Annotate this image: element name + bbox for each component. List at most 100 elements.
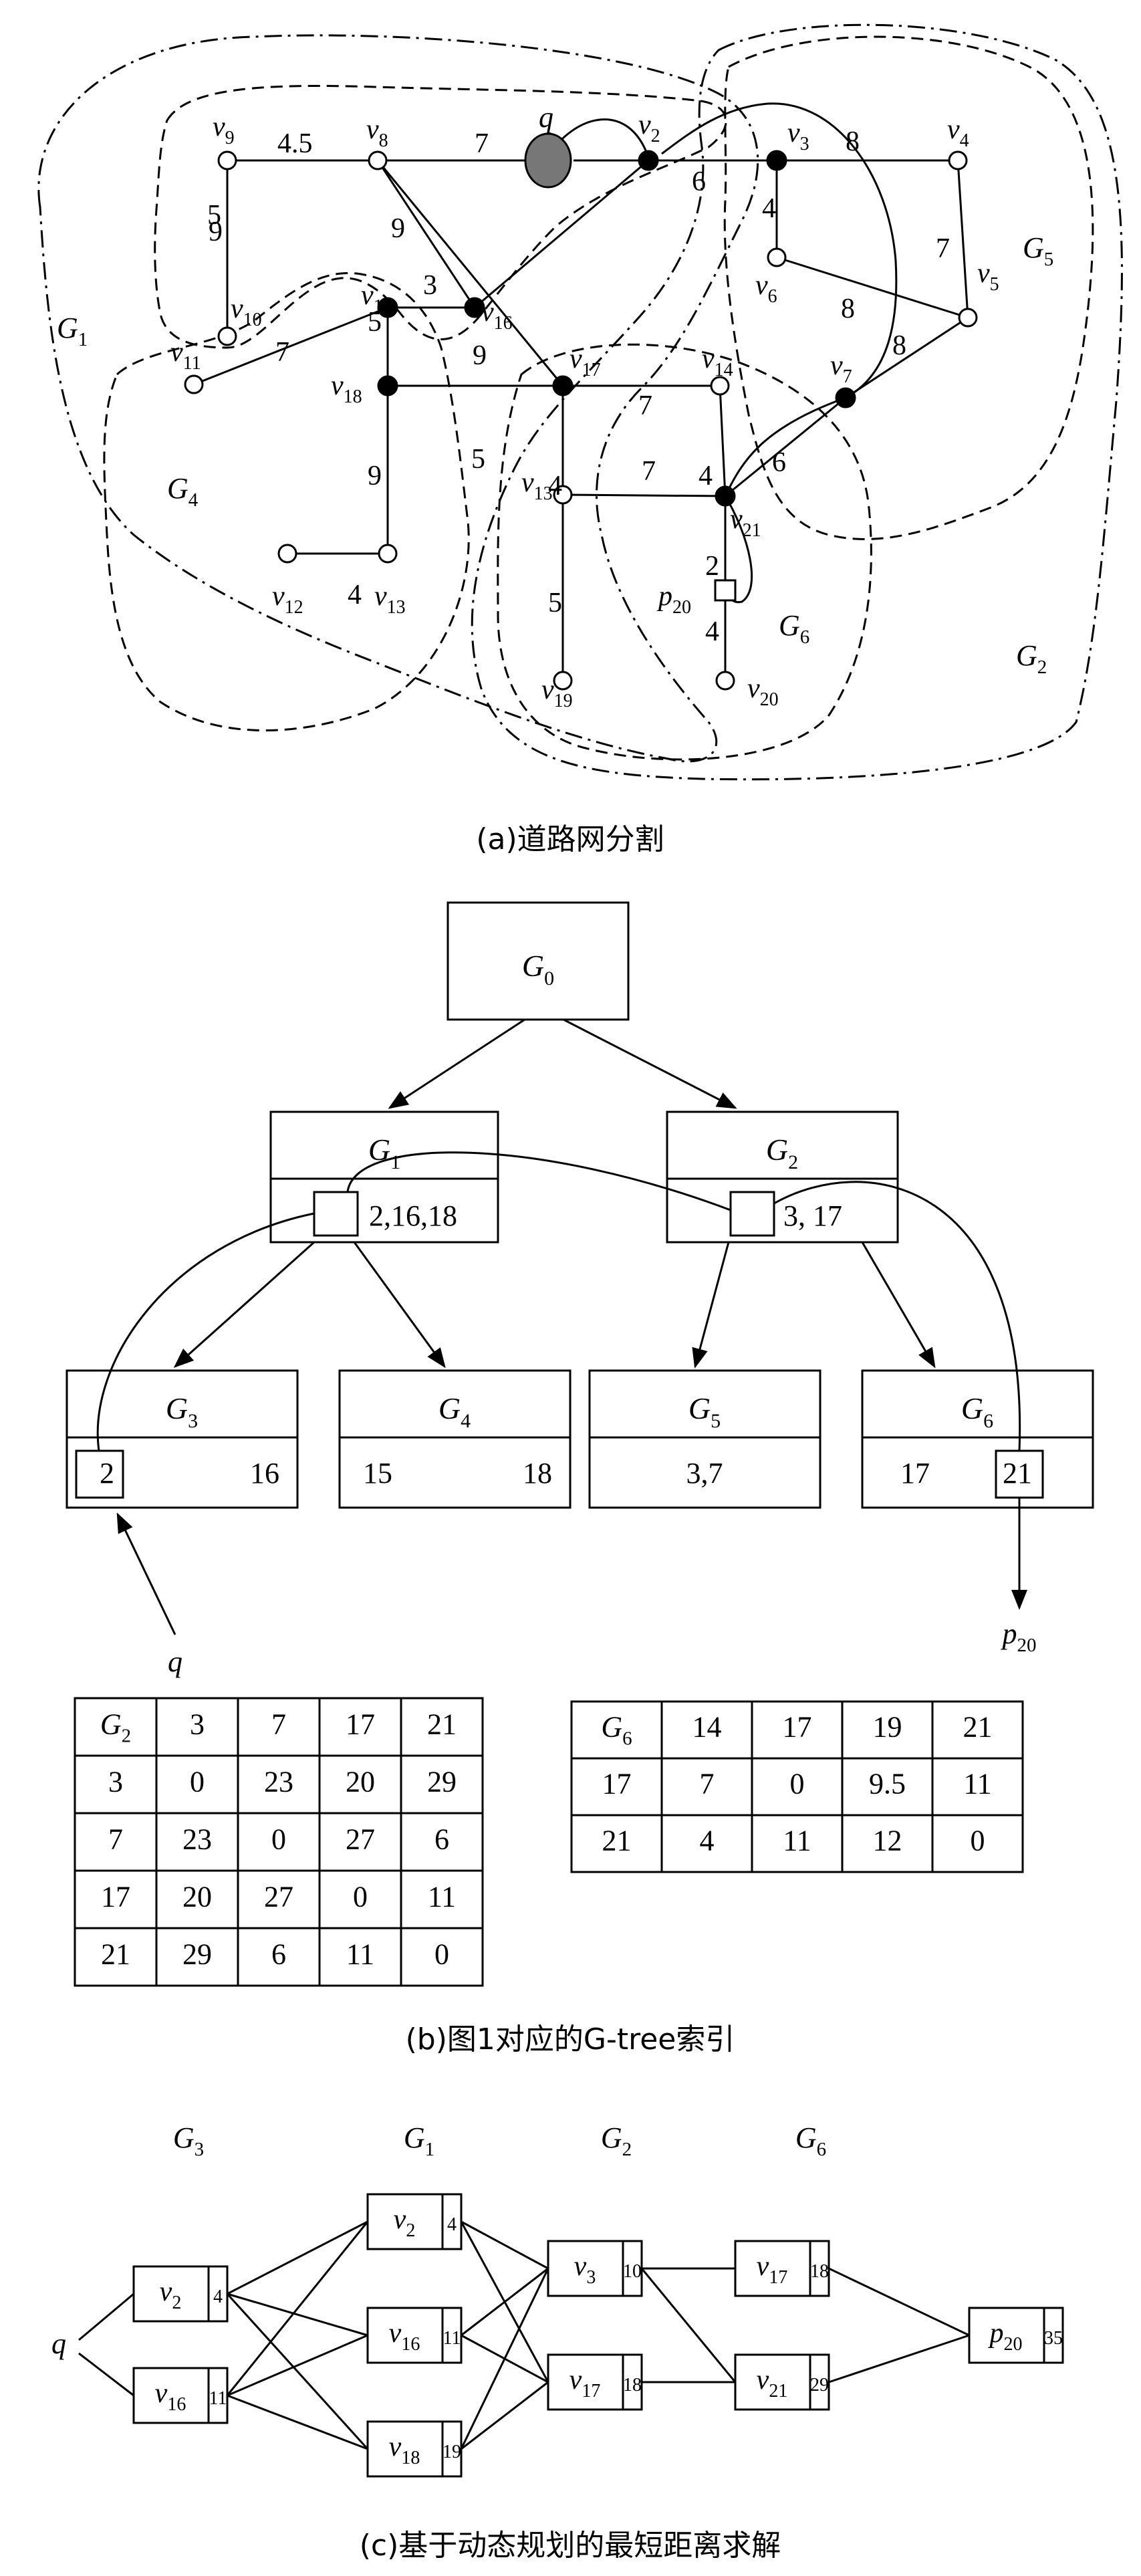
region-g5-boundary	[723, 35, 1094, 540]
edge-weight-7: 9	[473, 340, 487, 371]
g6-cell-1-1: 11	[783, 1825, 811, 1857]
caption-b: (b)图1对应的G-tree索引	[406, 2022, 735, 2057]
region-g2-boundary	[471, 23, 1123, 781]
dp-node-dist-7: 18	[810, 2261, 829, 2282]
g2-corner: G2	[100, 1708, 131, 1746]
dp-node-label-7: v17	[757, 2251, 788, 2288]
leaf-right-0: 16	[250, 1457, 279, 1490]
leaf-left-1: 15	[363, 1457, 392, 1490]
vertex-label-v10-8: v10	[231, 294, 262, 330]
g1-borders: 2,16,18	[369, 1199, 457, 1232]
g6-corner: G6	[601, 1711, 632, 1750]
vertex-label-v20-19: v20	[747, 673, 779, 710]
g2-cell-2-0: 20	[182, 1880, 212, 1913]
road-vertices	[184, 132, 978, 691]
edge-weight-3: 5	[207, 200, 221, 231]
vertex-v9	[217, 150, 237, 170]
g2-cell-1-1: 0	[271, 1823, 286, 1855]
vertex-label-v13-12: v13	[521, 467, 553, 504]
g2-pointer-box	[729, 1191, 775, 1237]
dp-node-dist-3: 11	[443, 2328, 461, 2349]
caption-c: (c)基于动态规划的最短距离求解	[360, 2529, 781, 2563]
g2-cell-0-0: 0	[190, 1765, 205, 1798]
edge-weight-1: 7	[475, 128, 489, 159]
edge-weight-4: 9	[391, 213, 405, 244]
g2-borders: 3, 17	[783, 1199, 842, 1232]
g6-cell-1-0: 4	[700, 1825, 715, 1857]
dp-node-9	[968, 2307, 1064, 2364]
g2-cell-1-0: 23	[182, 1823, 212, 1855]
root-label: G0	[522, 949, 554, 989]
edge-weight-14: 7	[936, 233, 950, 264]
stage-label-2: G2	[601, 2121, 632, 2160]
dp-node-label-5: v3	[574, 2251, 596, 2288]
dp-node-4	[366, 2420, 463, 2478]
vertex-label-v15-14: v15	[361, 280, 392, 317]
g2-col-3: 21	[427, 1708, 457, 1740]
dp-node-label-0: v2	[160, 2276, 182, 2313]
g6-cell-0-3: 11	[963, 1768, 991, 1800]
dp-node-dist-0: 4	[213, 2287, 223, 2307]
vertex-v12	[277, 544, 297, 564]
vertex-v3	[766, 150, 787, 171]
edge-weight-24: 2	[705, 551, 719, 582]
dp-node-label-6: v17	[569, 2365, 601, 2402]
region-label-g4: G4	[167, 472, 199, 511]
edge-weight-19: 4	[699, 461, 713, 491]
vertex-v21	[715, 485, 736, 507]
dp-node-label-9: p20	[988, 2318, 1023, 2355]
vertex-label-v7-5: v7	[830, 350, 852, 387]
region-g4-boundary	[103, 272, 470, 731]
g2-col-1: 7	[271, 1708, 286, 1740]
g2-cell-3-3: 0	[434, 1938, 449, 1970]
node-g1-body	[269, 1177, 499, 1244]
query-label-c: q	[51, 2327, 66, 2360]
dp-node-dist-5: 10	[623, 2261, 642, 2282]
g2-cell-0-2: 20	[346, 1765, 375, 1798]
dp-node-1	[132, 2367, 229, 2424]
g6-cell-1-2: 12	[873, 1825, 902, 1857]
dp-node-dist-9: 35	[1044, 2328, 1063, 2349]
edge-weight-15: 8	[841, 294, 855, 324]
stage-label-3: G6	[795, 2121, 826, 2160]
vertex-label-v13-11: v13	[374, 581, 406, 618]
g1-pointer-box	[313, 1191, 359, 1237]
edge-weight-16: 8	[892, 330, 906, 361]
dp-node-label-4: v18	[389, 2432, 420, 2468]
leaf-label-3: G6	[961, 1391, 993, 1432]
vertex-v16	[464, 297, 485, 318]
region-label-g5: G5	[1023, 231, 1053, 270]
region-g1-boundary	[37, 34, 759, 763]
region-g6-boundary	[497, 343, 872, 761]
g3-pointer-box	[75, 1449, 124, 1499]
g2-cell-3-1: 6	[271, 1938, 286, 1970]
leaf-label-2: G5	[688, 1391, 721, 1432]
caption-a: (a)道路网分割	[476, 822, 664, 856]
g2-rowhead-1: 7	[108, 1823, 123, 1855]
g6-frame	[570, 1700, 1024, 1873]
vertex-label-v6-4: v6	[755, 270, 777, 307]
vertex-v5	[958, 308, 978, 328]
vertex-v13	[378, 544, 398, 564]
g6-col-3: 21	[963, 1711, 993, 1744]
leaf-label-0: G3	[166, 1391, 198, 1432]
vertex-v10	[217, 326, 237, 346]
stage-label-0: G3	[173, 2121, 204, 2160]
leaf-left-3: 17	[900, 1457, 930, 1490]
g2-cell-2-3: 11	[428, 1880, 456, 1913]
vertex-v11	[184, 374, 204, 394]
vertex-v2	[638, 150, 659, 171]
leaf-values-2: 3,7	[686, 1457, 723, 1490]
vertex-label-v19-18: v19	[541, 675, 573, 711]
dp-node-label-3: v16	[389, 2318, 420, 2355]
node-g4-body	[338, 1436, 572, 1509]
region-label-g2: G2	[1016, 639, 1047, 678]
vertex-label-v3-1: v3	[787, 118, 809, 154]
vertex-label-v4-2: v4	[947, 114, 969, 151]
vertex-v13b	[553, 485, 573, 505]
g6-cell-0-0: 7	[700, 1768, 715, 1800]
vertex-v6	[767, 247, 787, 267]
edge-weight-11: 6	[692, 166, 706, 197]
